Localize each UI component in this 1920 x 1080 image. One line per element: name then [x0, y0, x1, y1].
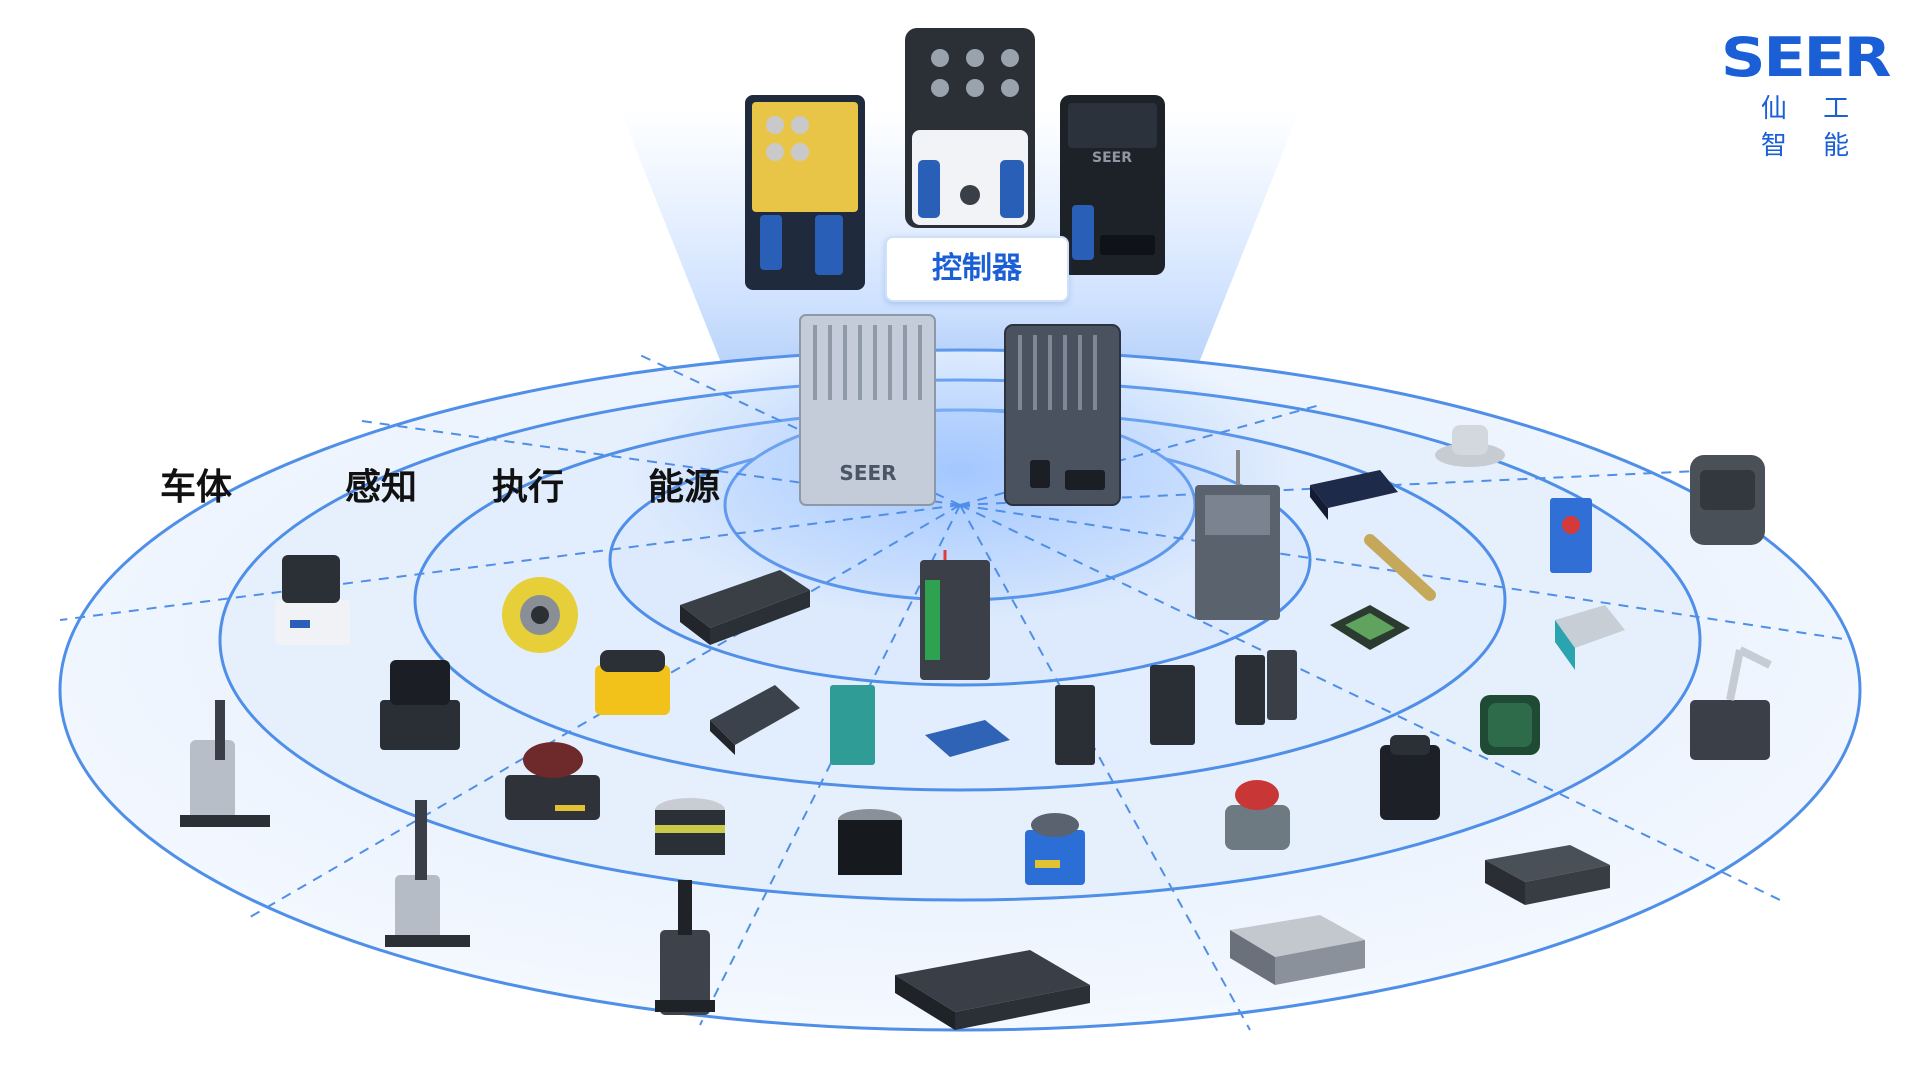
lidar-cylinder-1 [655, 798, 725, 855]
ring-label-perception: 感知 [345, 467, 418, 508]
motor-driver-black [710, 685, 800, 755]
forklift-agv-2 [385, 800, 470, 947]
power-cabinet [1195, 450, 1280, 620]
battery-box [680, 570, 810, 645]
jacking-robot-2 [1230, 915, 1365, 985]
laser-scanner-blue [1025, 813, 1085, 885]
svg-text:SEER: SEER [839, 461, 896, 485]
encoder [502, 577, 578, 653]
center-glow [630, 320, 1290, 620]
svg-text:SEER: SEER [1092, 150, 1132, 166]
controller-label: 控制器 [885, 236, 1069, 302]
black-controller: SEER [1060, 95, 1165, 275]
ring-label-vehicle: 车体 [160, 467, 233, 508]
servo-driver-2 [1150, 665, 1195, 745]
3d-camera [1555, 605, 1625, 670]
red-scanner [1225, 780, 1290, 850]
grey-controller [1004, 324, 1121, 506]
driver-blue [925, 720, 1010, 757]
logo-mark: SEER [1720, 26, 1891, 89]
logo-name: 仙 工 智 能 [1760, 94, 1864, 161]
laser-scanner-red [505, 742, 600, 820]
jacking-robot-3 [1485, 845, 1610, 905]
cleaning-robot [1690, 455, 1765, 545]
white-controller [905, 28, 1035, 228]
ring-label-execution: 执行 [492, 467, 565, 508]
silver-controller: SEER [799, 314, 936, 506]
forklift-agv-1 [180, 700, 270, 827]
servo-driver-3 [1235, 650, 1297, 725]
charging-pile [920, 550, 990, 680]
driver-green [830, 685, 875, 765]
green-board [1330, 605, 1410, 650]
inductive-sensor [1364, 534, 1436, 601]
servo-driver-1 [1055, 685, 1095, 765]
photo-sensor-blue [1550, 498, 1592, 573]
black-lidar [1380, 735, 1440, 820]
seer-logo: SEER 仙 工 智 能 [1720, 31, 1891, 162]
safety-scanner-yellow [595, 650, 670, 715]
lidar-black [380, 660, 460, 750]
puck-sensor [1435, 425, 1505, 467]
lidar-white [275, 555, 350, 645]
lidar-cylinder-2 [838, 809, 902, 875]
jacking-robot-1 [895, 950, 1090, 1030]
green-sensor [1480, 695, 1540, 755]
yellow-controller [745, 95, 865, 290]
mobile-manipulator [1690, 646, 1772, 760]
ring-label-energy: 能源 [648, 467, 721, 508]
network-box [1310, 470, 1398, 520]
forklift-agv-3 [655, 880, 715, 1015]
